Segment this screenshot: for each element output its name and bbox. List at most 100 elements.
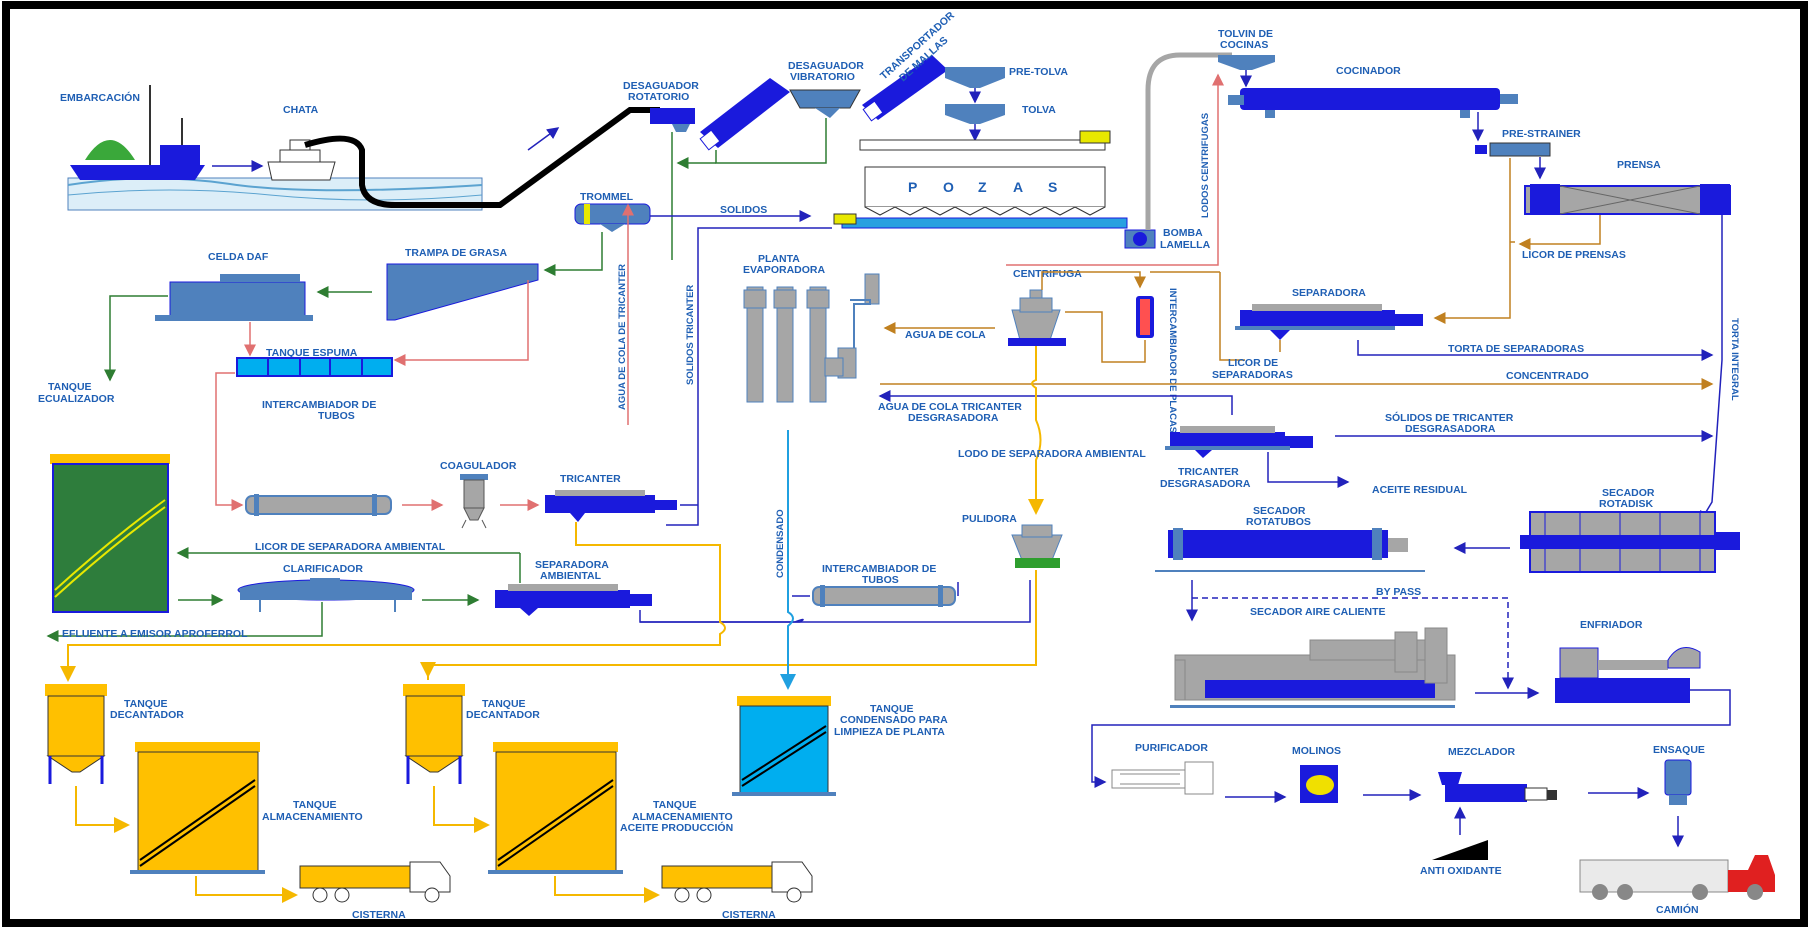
flow-almac1-cisterna xyxy=(196,876,296,895)
label-molinos: MOLINOS xyxy=(1292,745,1341,757)
label-intercambiador-tubos-1b: TUBOS xyxy=(318,410,355,422)
centrifuga xyxy=(1008,290,1066,346)
tanque-decantador-2 xyxy=(403,684,465,784)
flow-celda-ecualizador xyxy=(110,296,168,380)
label-prensa: PRENSA xyxy=(1617,159,1661,171)
conveyor-incline-1 xyxy=(700,78,790,150)
separadora-ambiental xyxy=(495,584,652,616)
label-agua-cola: AGUA DE COLA xyxy=(905,329,986,341)
desaguador-rotatorio-hopper xyxy=(672,124,690,132)
label-tricanter: TRICANTER xyxy=(560,473,621,485)
label-tanque-almacenamiento-2: ALMACENAMIENTO xyxy=(262,811,363,823)
flow-sepamb-out xyxy=(640,610,803,622)
poza-letter-s: S xyxy=(1048,179,1057,195)
label-cocinador: COCINADOR xyxy=(1336,65,1401,77)
pre-strainer xyxy=(1490,143,1550,156)
pozas-conveyor-motor xyxy=(834,214,856,224)
label-torta-integral: TORTA INTEGRAL xyxy=(1729,318,1740,401)
label-secador-aire: SECADOR AIRE CALIENTE xyxy=(1250,606,1386,618)
desaguador-vibratorio-hopper xyxy=(815,108,840,118)
label-pulidora: PULIDORA xyxy=(962,513,1017,525)
label-tolvin-2: COCINAS xyxy=(1220,39,1268,51)
clarificador xyxy=(238,578,414,612)
label-tanque-ecualizador: TANQUE xyxy=(48,381,92,393)
label-pre-tolva: PRE-TOLVA xyxy=(1009,66,1068,78)
flow-aceite-residual xyxy=(1268,452,1348,482)
flow-almac2-cisterna xyxy=(555,876,658,895)
tricanter xyxy=(545,490,677,522)
flow-licor-prensas xyxy=(1435,158,1515,318)
secador-rotadisk xyxy=(1520,512,1740,572)
secador-rotatubos xyxy=(1155,528,1425,572)
label-centrifuga: CENTRIFUGA xyxy=(1013,268,1082,280)
label-tanque-aceite-3: ACEITE PRODUCCIÓN xyxy=(620,821,733,834)
label-by-pass: BY PASS xyxy=(1376,586,1421,598)
flow-condensado xyxy=(788,430,793,688)
cisterna-truck-1 xyxy=(300,862,450,902)
trampa-grasa xyxy=(387,264,538,320)
label-agua-cola-tric-desg-2: DESGRASADORA xyxy=(908,412,999,424)
intercambiador-tubos-1 xyxy=(246,494,391,516)
tanque-ecualizador-green xyxy=(50,454,170,612)
label-solidos: SOLIDOS xyxy=(720,204,767,216)
label-agua-cola-tricanter: AGUA DE COLA DE TRICANTER xyxy=(617,264,628,410)
pre-strainer-motor xyxy=(1475,145,1487,154)
label-secador-rotatubos-2: ROTATUBOS xyxy=(1246,516,1311,528)
label-tanque-condensado-2: CONDENSADO PARA xyxy=(840,714,948,726)
label-solidos-tric-desg-2: DESGRASADORA xyxy=(1405,423,1496,435)
intercambiador-placas xyxy=(1136,296,1154,338)
planta-evaporadora xyxy=(744,274,879,402)
pre-tolva xyxy=(945,67,1005,88)
pulidora xyxy=(1012,525,1062,568)
label-secador-rotadisk-2: ROTADISK xyxy=(1599,498,1653,510)
label-cisterna-1: CISTERNA xyxy=(352,909,406,921)
bomba-lamella-impeller xyxy=(1133,232,1147,246)
label-separadora-amb-2: AMBIENTAL xyxy=(540,570,602,582)
label-lodo-sep-amb: LODO DE SEPARADORA AMBIENTAL xyxy=(958,448,1146,460)
label-tricanter-desg-2: DESGRASADORA xyxy=(1160,478,1251,490)
label-tanque-almacenamiento: TANQUE xyxy=(293,799,337,811)
label-clarificador: CLARIFICADOR xyxy=(283,563,363,575)
label-trampa-grasa: TRAMPA DE GRASA xyxy=(405,247,508,259)
celda-daf xyxy=(155,274,313,321)
poza-letter-z: Z xyxy=(978,179,987,195)
flow-placas-return xyxy=(1065,312,1145,362)
label-torta-separadoras: TORTA DE SEPARADORAS xyxy=(1448,343,1584,355)
tanque-almacenamiento-aceite xyxy=(488,742,623,874)
poza-letter-o: O xyxy=(943,179,954,195)
desaguador-rotatorio xyxy=(650,108,695,124)
label-coagulador: COAGULADOR xyxy=(440,460,517,472)
label-licor-sep-amb: LICOR DE SEPARADORA AMBIENTAL xyxy=(255,541,446,553)
label-condensado: CONDENSADO xyxy=(775,509,786,578)
label-ensaque: ENSAQUE xyxy=(1653,744,1705,756)
flow-espuma-intercambiador xyxy=(216,373,242,505)
tolvin-cocinas xyxy=(1218,55,1275,70)
distribution-conveyor xyxy=(860,140,1105,150)
label-anti-oxidante: ANTI OXIDANTE xyxy=(1420,865,1502,877)
molinos xyxy=(1300,765,1338,803)
flow-licor-prensas-2 xyxy=(1520,215,1600,244)
anti-oxidante-wedge xyxy=(1432,840,1488,860)
label-trommel: TROMMEL xyxy=(580,191,634,203)
tolva xyxy=(945,104,1005,124)
label-bomba: BOMBA xyxy=(1163,227,1203,239)
mezclador xyxy=(1438,772,1557,802)
pozas-discharge-conveyor xyxy=(842,218,1127,228)
label-lamella: LAMELLA xyxy=(1160,239,1211,251)
flow-decantador2-almac xyxy=(434,786,488,825)
tanque-espuma xyxy=(237,358,392,376)
label-tanque-decantador-1b: DECANTADOR xyxy=(110,709,184,721)
label-concentrado: CONCENTRADO xyxy=(1506,370,1589,382)
label-tricanter-desg: TRICANTER xyxy=(1178,466,1239,478)
label-tanque-condensado-3: LIMPIEZA DE PLANTA xyxy=(834,726,945,738)
label-intercambiador-placas: INTERCAMBIADOR DE PLACAS xyxy=(1167,288,1178,433)
label-mezclador: MEZCLADOR xyxy=(1448,746,1515,758)
tricanter-desgrasadora xyxy=(1165,426,1313,458)
label-desaguador-rotatorio-2: ROTATORIO xyxy=(628,91,689,103)
label-licor-prensas: LICOR DE PRENSAS xyxy=(1522,249,1626,261)
tanque-decantador-1 xyxy=(45,684,107,784)
label-separadora: SEPARADORA xyxy=(1292,287,1366,299)
label-cisterna-2: CISTERNA xyxy=(722,909,776,921)
label-licor-separadoras-2: SEPARADORAS xyxy=(1212,369,1293,381)
